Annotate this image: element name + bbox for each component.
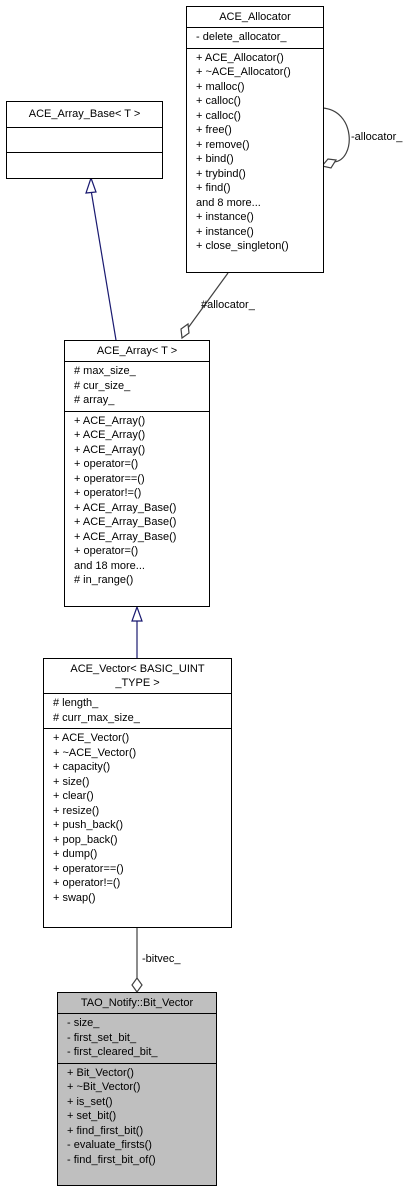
method: + free() xyxy=(196,124,232,136)
class-ace-vector[interactable]: ACE_Vector< BASIC_UINT _TYPE > # length_… xyxy=(43,658,232,928)
method: + find_first_bit() xyxy=(67,1124,144,1137)
attribute: - size_ xyxy=(67,1017,100,1029)
method: + push_back() xyxy=(53,819,124,831)
attributes-section xyxy=(7,127,162,152)
method: + find() xyxy=(196,182,231,194)
class-ace-allocator[interactable]: ACE_Allocator - delete_allocator_ + ACE_… xyxy=(186,6,324,273)
association-line-allocator xyxy=(187,272,229,329)
inheritance-arrowhead-base xyxy=(85,176,97,194)
method: + bind() xyxy=(196,153,234,165)
methods-section: + ACE_Allocator() + ~ACE_Allocator() + m… xyxy=(187,47,323,257)
method: + ~ACE_Vector() xyxy=(53,746,137,759)
class-title-line-2: _TYPE > xyxy=(115,677,160,689)
method: + resize() xyxy=(53,804,100,817)
label-allocator-assoc: #allocator_ xyxy=(201,299,255,311)
method: + remove() xyxy=(196,138,250,151)
association-diamond-bitvec xyxy=(131,976,143,994)
inheritance-line-array-to-base xyxy=(90,189,117,341)
attribute: # curr_max_size_ xyxy=(53,711,140,724)
methods-section xyxy=(7,152,162,177)
method: + pop_back() xyxy=(53,833,118,846)
attributes-section: - delete_allocator_ xyxy=(187,27,323,48)
method: + close_singleton() xyxy=(196,240,289,252)
class-title: TAO_Notify::Bit_Vector xyxy=(80,997,194,1009)
attribute: # length_ xyxy=(53,697,99,709)
method: + operator==() xyxy=(74,472,145,485)
method: + operator!=() xyxy=(74,487,142,499)
class-title: ACE_Allocator xyxy=(219,11,291,23)
method: + calloc() xyxy=(196,95,241,107)
method: + ACE_Vector() xyxy=(53,732,130,744)
method: + clear() xyxy=(53,790,94,802)
method: + ACE_Array() xyxy=(74,414,146,427)
attribute: # max_size_ xyxy=(74,365,136,377)
method: + ~Bit_Vector() xyxy=(67,1081,141,1093)
method: + instance() xyxy=(196,211,254,223)
label-bitvec-assoc: -bitvec_ xyxy=(142,953,181,965)
method: + ACE_Array_Base() xyxy=(74,530,177,543)
method: + ACE_Allocator() xyxy=(196,51,284,64)
label-allocator-self: -allocator_ xyxy=(351,131,403,143)
method: - find_first_bit_of() xyxy=(67,1153,156,1166)
method: + calloc() xyxy=(196,109,241,122)
class-title: ACE_Array_Base< T > xyxy=(28,108,141,120)
methods-section: + ACE_Array() + ACE_Array() + ACE_Array(… xyxy=(65,410,209,591)
attributes-section: - size_ - first_set_bit_ - first_cleared… xyxy=(58,1013,216,1063)
method: + operator=() xyxy=(74,545,139,557)
methods-section: + Bit_Vector() + ~Bit_Vector() + is_set(… xyxy=(58,1062,216,1171)
method: + ACE_Array() xyxy=(74,443,146,456)
method: + malloc() xyxy=(196,80,245,93)
self-association-allocator xyxy=(321,107,350,163)
class-ace-array-base[interactable]: ACE_Array_Base< T > xyxy=(6,101,163,179)
class-title: ACE_Array< T > xyxy=(96,345,178,357)
method: + operator!=() xyxy=(53,877,121,889)
method: + trybind() xyxy=(196,167,246,180)
method: + ~ACE_Allocator() xyxy=(196,66,291,78)
attributes-section: # length_ # curr_max_size_ xyxy=(44,693,231,728)
method: + operator=() xyxy=(74,458,139,470)
method: + operator==() xyxy=(53,862,124,875)
attributes-section: # max_size_ # cur_size_ # array_ xyxy=(65,361,209,411)
class-title: ACE_Vector< BASIC_UINT _TYPE > xyxy=(44,659,231,693)
attribute: # array_ xyxy=(74,394,115,406)
method: + dump() xyxy=(53,848,98,860)
self-association-diamond xyxy=(320,158,338,169)
method: + is_set() xyxy=(67,1095,113,1108)
attribute: # cur_size_ xyxy=(74,379,131,392)
method: + swap() xyxy=(53,891,96,904)
class-tao-notify-bit-vector[interactable]: TAO_Notify::Bit_Vector - size_ - first_s… xyxy=(57,992,217,1186)
method: + capacity() xyxy=(53,761,111,773)
attribute: - delete_allocator_ xyxy=(196,31,287,43)
association-diamond-array xyxy=(180,322,190,340)
method: + instance() xyxy=(196,225,254,238)
more-methods: and 8 more... xyxy=(196,196,261,209)
method: + Bit_Vector() xyxy=(67,1066,134,1079)
method: + set_bit() xyxy=(67,1110,117,1122)
inheritance-arrowhead-array xyxy=(131,605,143,622)
method: + size() xyxy=(53,775,90,788)
class-ace-array[interactable]: ACE_Array< T > # max_size_ # cur_size_ #… xyxy=(64,340,210,607)
method: + ACE_Array_Base() xyxy=(74,516,177,528)
attribute: - first_set_bit_ xyxy=(67,1031,137,1044)
method: - evaluate_firsts() xyxy=(67,1139,152,1151)
more-methods: and 18 more... xyxy=(74,559,145,572)
method: + ACE_Array_Base() xyxy=(74,501,177,514)
method: # in_range() xyxy=(74,574,134,586)
class-title-line-1: ACE_Vector< BASIC_UINT xyxy=(70,663,205,675)
attribute: - first_cleared_bit_ xyxy=(67,1046,158,1058)
method: + ACE_Array() xyxy=(74,429,146,441)
methods-section: + ACE_Vector() + ~ACE_Vector() + capacit… xyxy=(44,728,231,908)
